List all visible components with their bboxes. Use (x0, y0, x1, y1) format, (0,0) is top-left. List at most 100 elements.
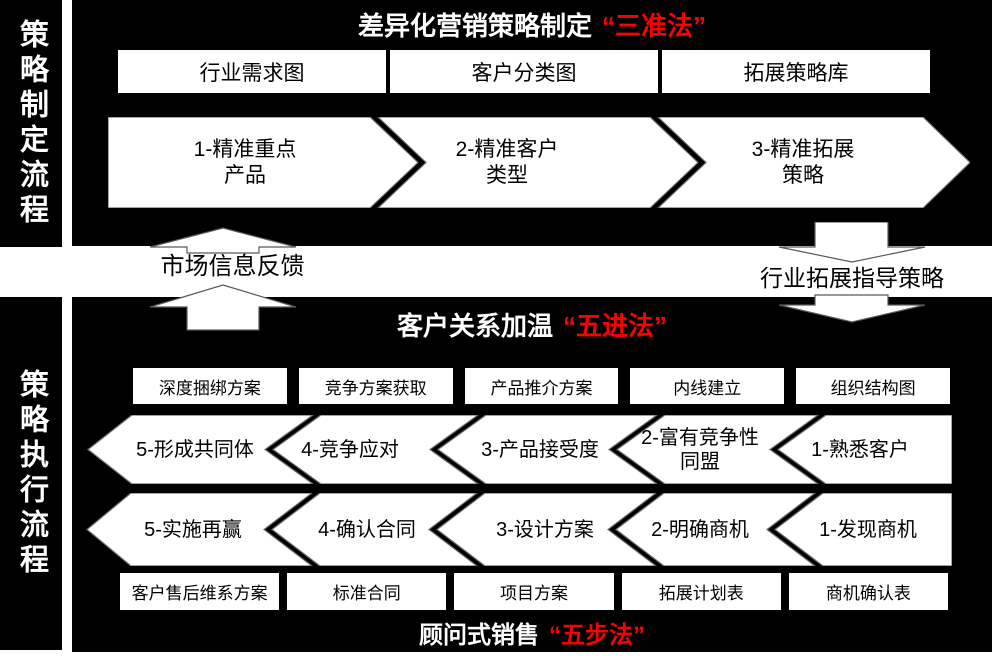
selling-step-1-text: 1-发现商机 (819, 518, 917, 541)
step-label-1: 1-精准重点 产品 (108, 117, 382, 208)
box-customer-classification-map-label: 客户分类图 (471, 61, 577, 85)
tool-box-product-promotion-plan: 产品推介方案 (464, 368, 619, 404)
tool-box-2-label: 竞争方案获取 (324, 378, 427, 398)
warming-arrow-shape-5 (87, 415, 315, 484)
step-label-2-line2: 类型 (486, 163, 528, 187)
step-label-3: 3-精准拓展 策略 (668, 117, 938, 208)
up-arrow-icon (149, 227, 297, 254)
tool-box-4-label: 内线建立 (673, 378, 742, 398)
step-arrow-shape-2 (377, 117, 699, 208)
guidance-label-text: 行业拓展指导策略 (760, 265, 944, 291)
step-label-3-line1: 3-精准拓展 (751, 138, 855, 162)
feedback-label-text: 市场信息反馈 (160, 253, 305, 280)
tool-box-deep-binding-plan: 深度捆绑方案 (133, 368, 287, 404)
tool-box-5-label: 组织结构图 (830, 378, 916, 398)
selling-arrow-shape-1 (774, 493, 952, 566)
selling-arrow-shape-2 (615, 493, 816, 566)
selling-step-2-text: 2-明确商机 (651, 518, 749, 541)
step-label-2: 2-精准客户 类型 (372, 117, 642, 208)
warming-step-5-text: 5-形成共同体 (136, 438, 254, 461)
selling-arrow-shape-3 (436, 493, 657, 566)
selling-step-4-label: 4-确认合同 (277, 493, 457, 566)
step-arrow-shape-1 (108, 117, 419, 208)
top-panel-title-text: 差异化营销策略制定 (357, 11, 592, 41)
feedback-up-arrows (149, 227, 297, 331)
step-label-1-line2: 产品 (224, 163, 266, 187)
warming-arrow-shape-3 (436, 415, 659, 484)
sidebar-strategy-execution: 策略执行流程 (0, 297, 62, 650)
tool-box-3-label: 产品推介方案 (490, 378, 593, 398)
step-arrow-shape-3 (657, 117, 970, 208)
deliverable-box-5-label: 商机确认表 (825, 584, 911, 603)
selling-step-3-label: 3-设计方案 (455, 493, 635, 566)
warming-step-2-text-line2: 同盟 (680, 450, 720, 473)
tool-box-insider-establishment: 内线建立 (630, 368, 785, 404)
deliverable-box-opportunity-confirmation: 商机确认表 (788, 573, 949, 610)
warming-step-2-label: 2-富有竞争性 同盟 (610, 415, 790, 484)
step-label-3-line2: 策略 (782, 163, 824, 187)
deliverable-box-row: 客户售后维系方案 标准合同 项目方案 拓展计划表 商机确认表 (120, 573, 949, 610)
box-expansion-strategy-library: 拓展策略库 (662, 50, 930, 93)
box-expansion-strategy-library-label: 拓展策略库 (743, 61, 849, 85)
sidebar-strategy-formulation: 策略制定流程 (0, 0, 62, 247)
warming-step-4-label: 4-竞争应对 (260, 415, 440, 484)
warming-step-2-text-line1: 2-富有竞争性 (641, 426, 759, 449)
selling-step-5-label: 5-实施再赢 (103, 493, 283, 566)
tool-box-org-structure-map: 组织结构图 (796, 368, 950, 404)
box-industry-demand-map: 行业需求图 (118, 50, 386, 93)
down-arrow-icon (778, 222, 926, 263)
sidebar-strategy-formulation-label: 策略制定流程 (15, 18, 48, 229)
warming-step-1-label: 1-熟悉客户 (770, 415, 950, 484)
warming-step-1-text: 1-熟悉客户 (811, 438, 909, 461)
deliverable-box-3-label: 项目方案 (500, 584, 568, 603)
warming-step-3-text: 3-产品接受度 (481, 438, 599, 461)
footer-title-quote: “五步法” (549, 622, 645, 649)
bottom-panel-title-quote: “五进法” (563, 311, 668, 341)
guidance-label: 行业拓展指导策略 (752, 263, 952, 293)
top-panel-title: 差异化营销策略制定 “三准法” (72, 6, 992, 43)
bottom-panel-title: 客户关系加温 “五进法” (72, 306, 992, 343)
feedback-label: 市场信息反馈 (140, 251, 325, 283)
deliverable-box-standard-contract: 标准合同 (287, 573, 447, 610)
down-arrow-icon (778, 294, 926, 323)
tool-box-competitor-plan-acquisition: 竞争方案获取 (298, 368, 453, 404)
deliverable-box-expansion-schedule: 拓展计划表 (621, 573, 781, 610)
selling-step-3-text: 3-设计方案 (496, 518, 594, 541)
tool-box-row: 深度捆绑方案 竞争方案获取 产品推介方案 内线建立 组织结构图 (133, 368, 950, 404)
selling-arrow-band (86, 493, 952, 566)
deliverable-box-2-label: 标准合同 (332, 584, 401, 603)
warming-arrow-shape-2 (615, 415, 820, 484)
deliverable-box-4-label: 拓展计划表 (658, 584, 744, 603)
top-panel-title-quote: “三准法” (602, 11, 707, 41)
selling-arrow-shape-4 (271, 493, 478, 566)
warming-step-4-text: 4-竞争应对 (301, 438, 399, 461)
sidebar-strategy-execution-label: 策略执行流程 (15, 368, 48, 579)
top-box-row: 行业需求图 客户分类图 拓展策略库 (118, 50, 930, 93)
selling-arrow-shape-5 (86, 493, 313, 566)
box-industry-demand-map-label: 行业需求图 (199, 61, 305, 85)
panel-strategy-formulation: 差异化营销策略制定 “三准法” 行业需求图 客户分类图 拓展策略库 1-精准重点 … (72, 0, 992, 246)
warming-arrow-shape-1 (776, 415, 952, 484)
deliverable-box-aftersales-plan: 客户售后维系方案 (120, 573, 280, 610)
selling-step-5-text: 5-实施再赢 (144, 518, 242, 541)
box-customer-classification-map: 客户分类图 (390, 50, 658, 93)
tool-box-1-label: 深度捆绑方案 (158, 378, 261, 398)
warming-arrow-shape-4 (271, 415, 480, 484)
deliverable-box-1-label: 客户售后维系方案 (131, 584, 268, 603)
deliverable-box-project-plan: 项目方案 (454, 573, 614, 610)
panel-strategy-execution: 客户关系加温 “五进法” 深度捆绑方案 竞争方案获取 产品推介方案 内线建立 组织… (72, 297, 992, 652)
up-arrow-icon (149, 284, 297, 331)
warming-step-5-label: 5-形成共同体 (105, 415, 285, 484)
warming-step-3-label: 3-产品接受度 (450, 415, 630, 484)
warming-arrow-band (87, 415, 952, 484)
step-label-1-line1: 1-精准重点 (193, 138, 297, 162)
bottom-panel-footer-title: 顾问式销售 “五步法” (72, 615, 992, 650)
selling-step-2-label: 2-明确商机 (610, 493, 790, 566)
guidance-down-arrows (778, 222, 926, 323)
bottom-panel-title-text: 客户关系加温 (396, 311, 553, 341)
step-label-2-line1: 2-精准客户 (455, 138, 559, 162)
selling-step-1-label: 1-发现商机 (778, 493, 958, 566)
footer-title-text: 顾问式销售 (419, 622, 539, 649)
selling-step-4-text: 4-确认合同 (318, 518, 416, 541)
